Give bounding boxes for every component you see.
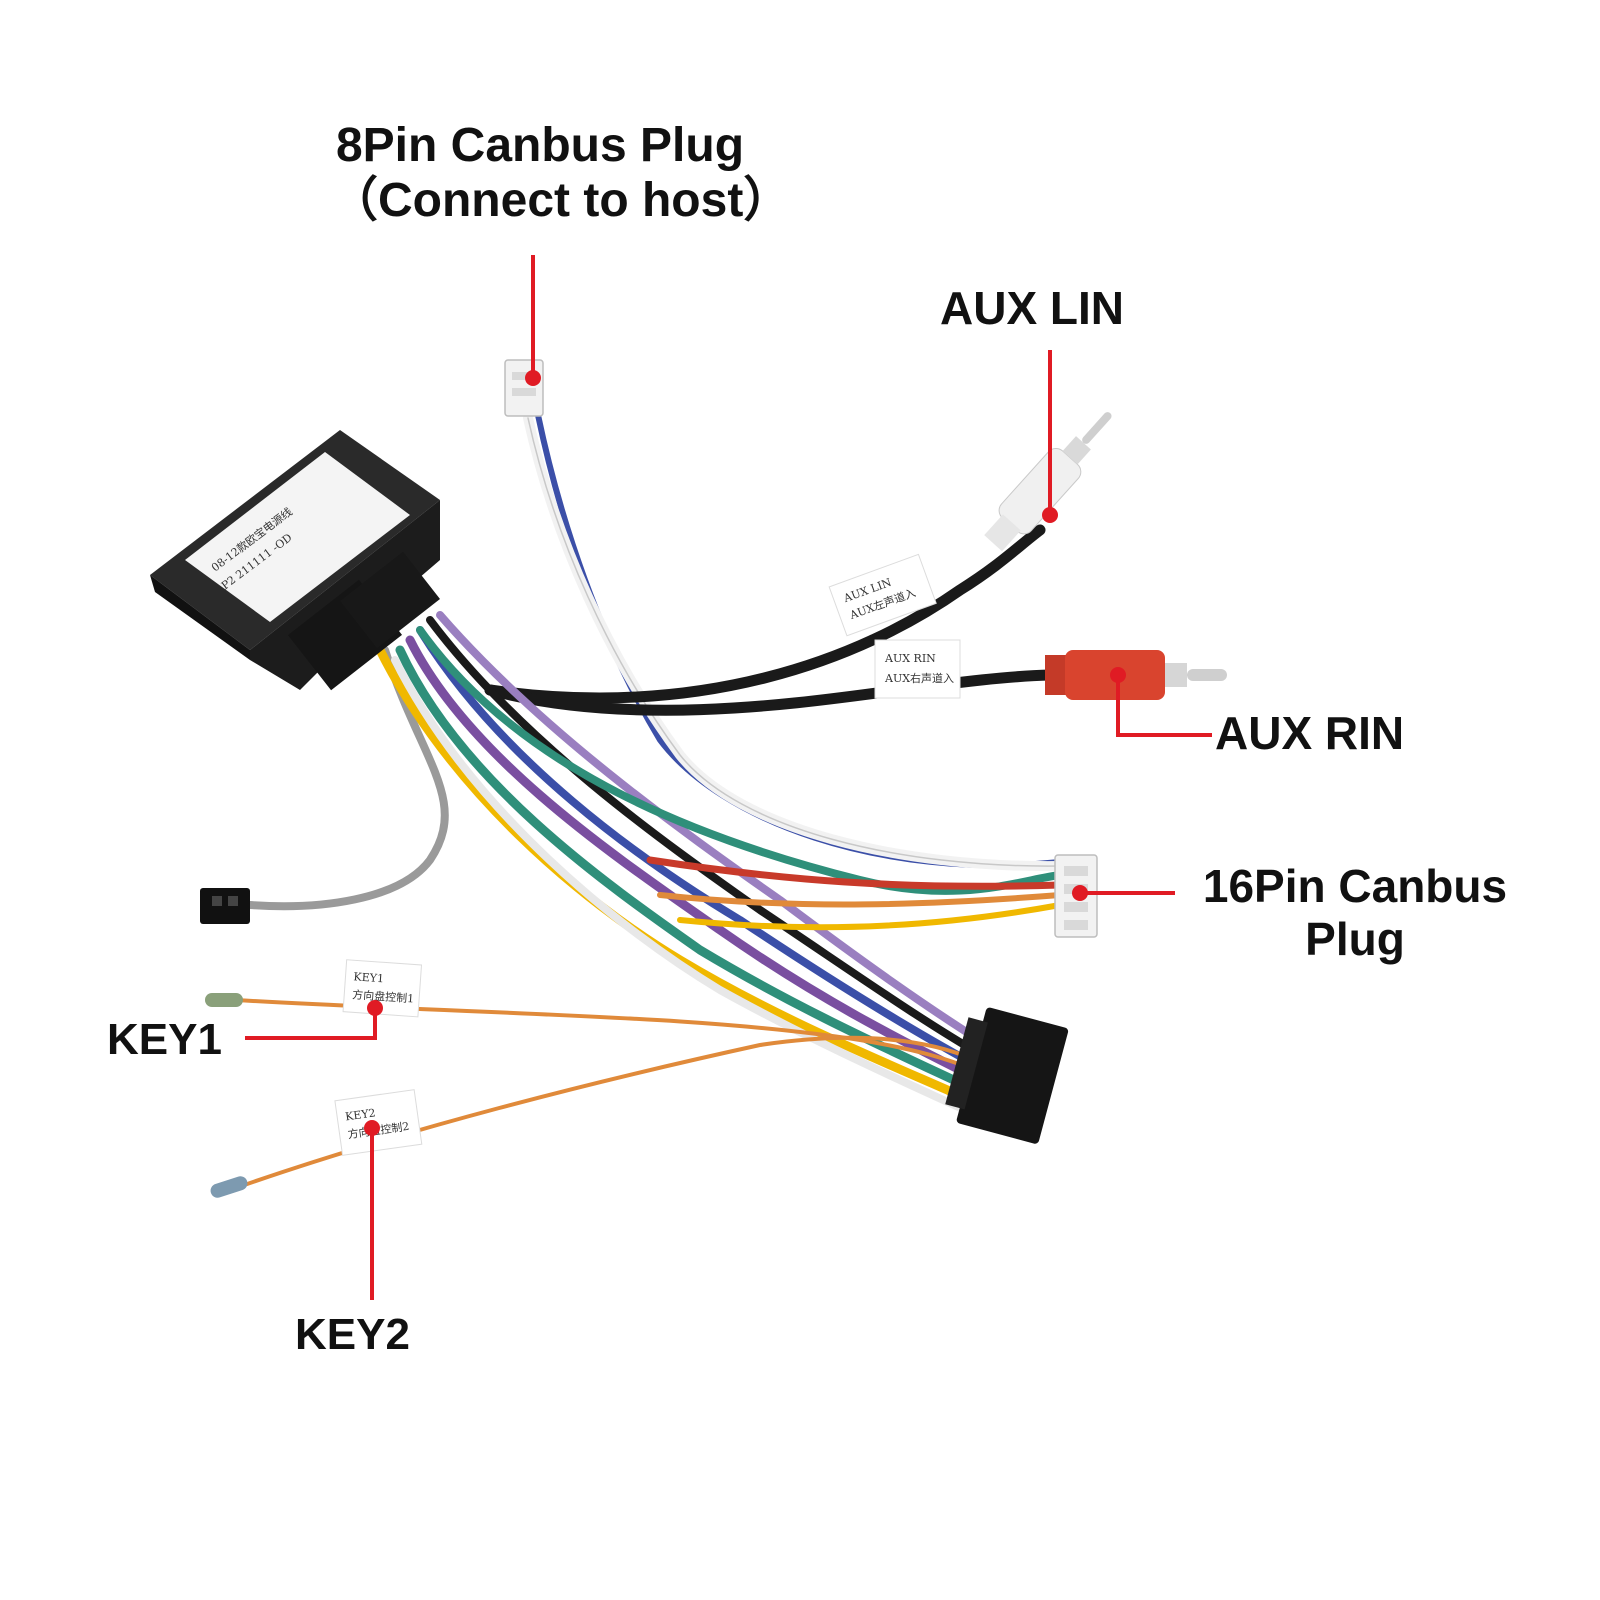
wire-black-auxlin [484, 524, 1046, 704]
aux-lin-rca-plug [984, 412, 1112, 552]
label-key1: KEY1 [107, 1015, 222, 1064]
callout-auxrin-dot [1110, 667, 1126, 683]
canbus-decoder-box: 08-12款欧宝电源线 P2 211111 -OD [150, 430, 440, 691]
small-2pin-plug [200, 888, 250, 924]
label-16pin-line2: Plug [1305, 912, 1405, 965]
tag-key2: KEY2 方向盘控制2 [334, 1089, 423, 1156]
wire-yellow-16pin [677, 902, 1063, 931]
label-8pin-canbus-plug: 8Pin Canbus Plug （Connect to host） [330, 118, 792, 228]
key2-wire-end [210, 1176, 248, 1198]
tag-key1: KEY1 方向盘控制1 [342, 959, 423, 1018]
20pin-main-connector [945, 1007, 1069, 1144]
callout-auxlin-dot [1042, 507, 1058, 523]
callout-key2-dot [364, 1120, 380, 1136]
wire-red-16pin [646, 856, 1064, 890]
aux-rin-rca-plug [1045, 650, 1227, 700]
tag-aux-lin: AUX LIN AUX左声道入 [828, 553, 937, 637]
callouts [245, 255, 1212, 1300]
label-aux-rin: AUX RIN [1215, 707, 1405, 759]
label-8pin-line2: （Connect to host） [330, 174, 792, 228]
key1-wire-end [205, 993, 243, 1007]
callout-8pin-dot [525, 370, 541, 386]
callout-key1-line [245, 1010, 377, 1040]
tag-aux-rin-line2: AUX右声道入 [884, 671, 954, 685]
tag-key2-line1: KEY2 [344, 1106, 376, 1123]
wire-blue-8pin [535, 412, 1063, 869]
label-16pin-canbus-plug: 16Pin Canbus Plug [1190, 860, 1520, 966]
label-8pin-line1: 8Pin Canbus Plug [335, 119, 745, 172]
wire-green-16pin [416, 626, 1064, 895]
wire-orange-16pin [657, 892, 1063, 908]
wire-black-auxrin [484, 669, 1056, 716]
wire-bundle [228, 412, 1065, 1192]
tag-key1-line2: 方向盘控制1 [352, 987, 415, 1005]
tag-aux-rin: AUX RIN AUX右声道入 [874, 639, 961, 699]
callout-key1-dot [367, 1000, 383, 1016]
8pin-canbus-plug [504, 359, 544, 417]
callout-auxrin-line [1116, 675, 1212, 737]
label-16pin-line1: 16Pin Canbus [1202, 860, 1508, 912]
wire-grey [246, 646, 449, 911]
label-aux-lin: AUX LIN [940, 282, 1124, 334]
tag-key1-line1: KEY1 [353, 970, 384, 985]
label-key2: KEY2 [295, 1310, 410, 1359]
callout-16pin-dot [1072, 885, 1088, 901]
tag-aux-rin-line1: AUX RIN [884, 652, 936, 665]
